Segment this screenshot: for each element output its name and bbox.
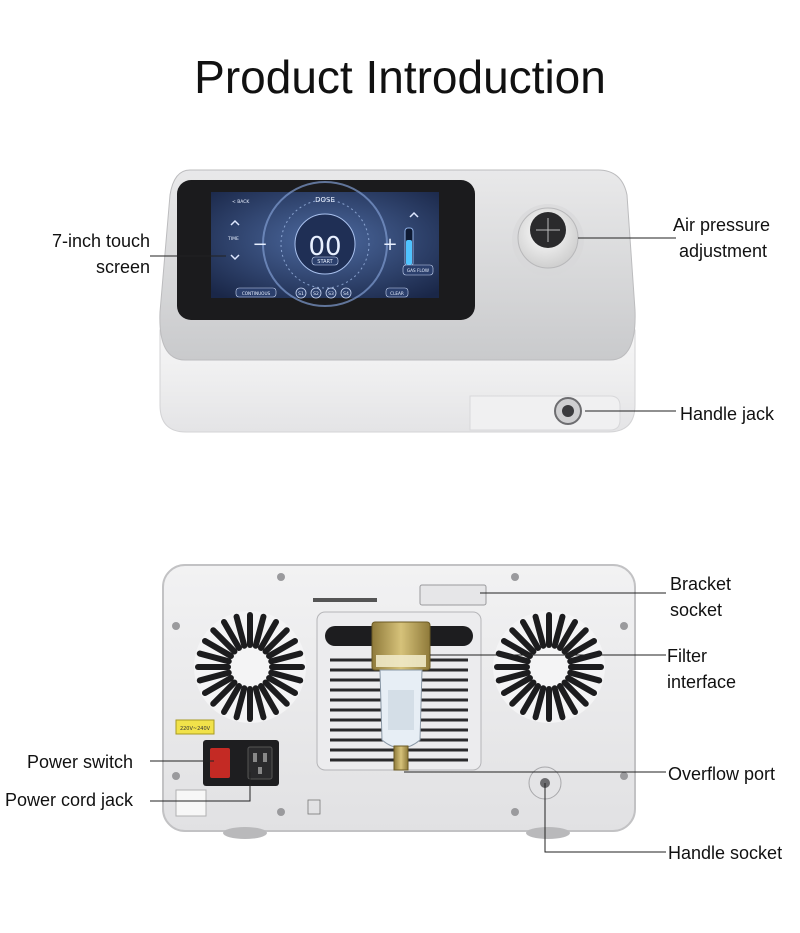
clear-label: CLEAR [390, 291, 404, 296]
continuous-label: CONTINUOUS [242, 291, 271, 296]
filter-interface-label-line2: interface [667, 672, 737, 692]
handle-socket-label: Handle socket [668, 843, 783, 863]
air-pressure-label-line1: Air pressure [673, 215, 771, 235]
front-device [159, 169, 636, 433]
power-cord-jack-label: Power cord jack [5, 790, 134, 810]
filter-interface-label: Filter interface [667, 643, 736, 695]
air-pressure-label-line2: adjustment [679, 241, 768, 261]
screen-ui: DOSE < BACK 00 START TIME − + CONTINUOUS… [227, 196, 429, 297]
page-title: Product Introduction [194, 51, 606, 103]
overflow-port-label: Overflow port [668, 764, 776, 784]
back-device [162, 564, 636, 839]
voltage-sticker [175, 719, 215, 735]
start-button [311, 256, 339, 266]
handle-jack-label: Handle jack [680, 404, 775, 424]
preset-s2: S2 [313, 291, 319, 297]
down-arrow-icon [230, 254, 240, 261]
clear-button [385, 287, 409, 298]
power-switch-label: Power switch [27, 752, 134, 772]
air-pressure-label: Air pressure adjustment [673, 212, 793, 264]
start-label: START [317, 259, 333, 265]
bracket-socket-label-line2: socket [670, 600, 723, 620]
preset-s3: S3 [328, 291, 334, 297]
voltage-text: 220V~240V [180, 726, 211, 732]
right-fan-vent [493, 611, 605, 723]
spec-label [175, 789, 207, 817]
gas-up-icon [409, 211, 419, 218]
preset-s2-icon [310, 287, 322, 299]
power-switch[interactable] [210, 748, 230, 778]
plus-icon: + [382, 234, 397, 255]
time-label: TIME [227, 236, 239, 242]
back-leader-lines [150, 592, 666, 853]
touch-screen-label-line2: screen [95, 257, 150, 277]
preset-s4-icon [340, 287, 352, 299]
filter-interface-label-line1: Filter [667, 646, 707, 666]
minus-icon: − [252, 234, 267, 255]
gas-flow-label: GAS FLOW [407, 268, 429, 273]
touch-screen-label-line1: 7-inch touch [51, 231, 150, 251]
gas-flow-button [402, 264, 434, 276]
front-leader-lines [150, 237, 676, 412]
up-arrow-icon [230, 219, 240, 226]
power-cord-jack[interactable] [247, 746, 273, 780]
dose-counter: 00 [308, 232, 341, 262]
bracket-socket[interactable] [419, 584, 487, 606]
preset-s3-icon [325, 287, 337, 299]
preset-s4: S4 [343, 291, 349, 297]
left-fan-vent [194, 611, 306, 723]
certification-icon [307, 799, 321, 815]
bracket-socket-label-line1: Bracket [670, 574, 732, 594]
touch-screen-label: 7-inch touch screen [20, 228, 150, 280]
screen-back: < BACK [232, 199, 250, 205]
continuous-button [235, 287, 277, 298]
preset-s1: S1 [298, 291, 304, 297]
drain-valve [393, 745, 409, 771]
bracket-socket-label: Bracket socket [670, 571, 731, 623]
preset-s1-icon [295, 287, 307, 299]
screen-header: DOSE [315, 196, 335, 204]
